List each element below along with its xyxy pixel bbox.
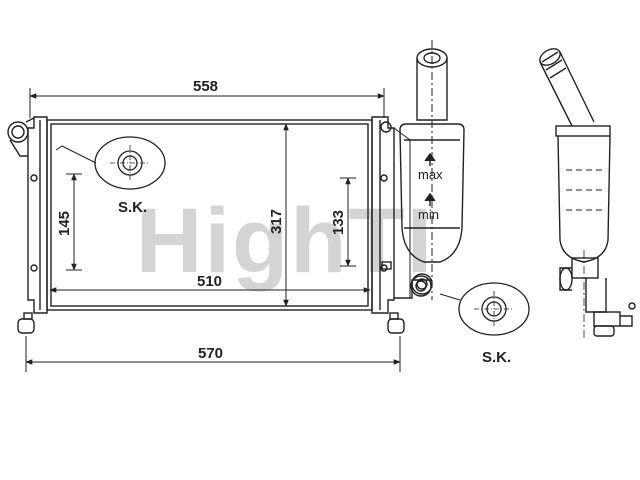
cap-detail-right [439, 282, 530, 336]
dimension-lines [25, 40, 433, 372]
tank-max-label: max [418, 167, 443, 182]
dim-left-height: 145 [56, 211, 73, 236]
cap-label-right: S.K. [482, 349, 511, 366]
dim-height: 317 [268, 209, 285, 234]
tank-min-label: min [418, 207, 439, 222]
inlet-pipe-icon [7, 117, 35, 157]
cap-detail-left [55, 136, 166, 190]
dim-bottom-width: 570 [198, 345, 223, 362]
right-tank [371, 116, 395, 314]
cap-label-left: S.K. [118, 199, 147, 216]
left-tank [27, 116, 48, 314]
expansion-tank-front [399, 48, 465, 295]
dim-top-width: 558 [193, 78, 218, 95]
watermark: HighTI [136, 190, 434, 292]
expansion-tank-side [539, 48, 636, 340]
dim-core-width: 510 [197, 273, 222, 290]
mount-feet [17, 312, 405, 334]
dim-right-height: 133 [330, 210, 347, 235]
